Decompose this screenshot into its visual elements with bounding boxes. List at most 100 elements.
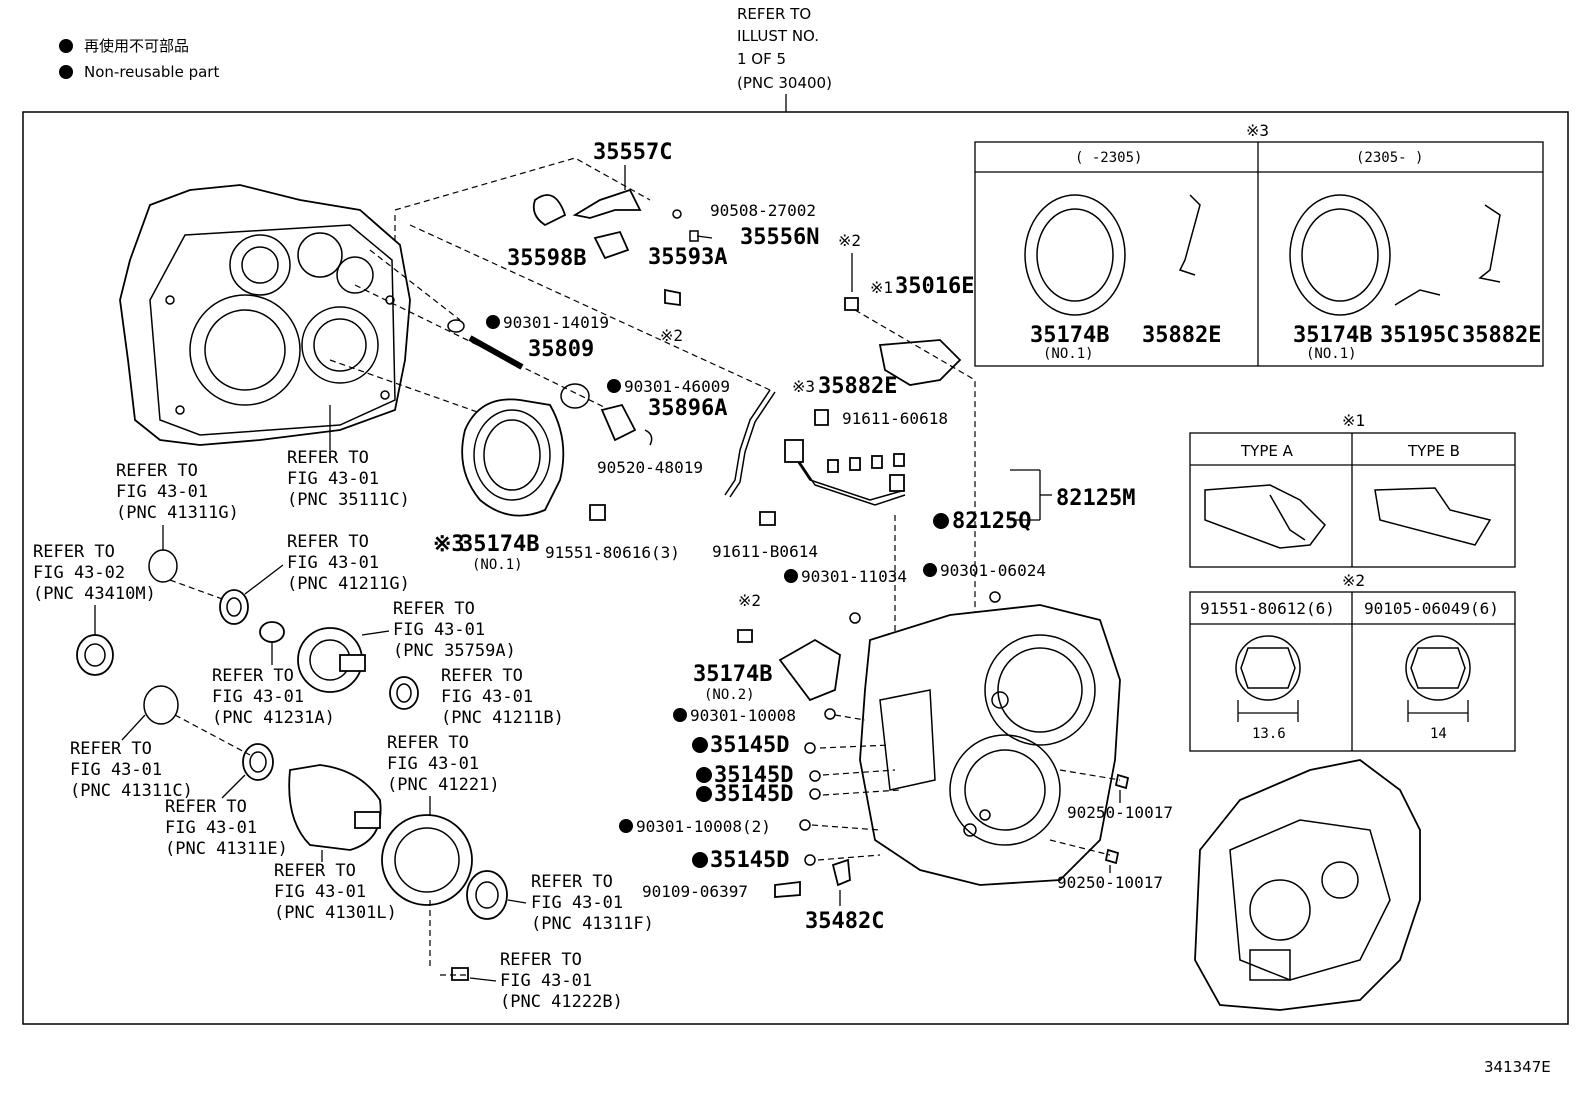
part-number: 35882E — [1142, 323, 1221, 348]
part-number: 90250-10017 — [1057, 873, 1163, 892]
ref-43410m: REFER TO FIG 43-02 (PNC 43410M) — [33, 542, 156, 635]
ref-pnc: (PNC 35111C) — [287, 490, 410, 510]
type-a-label: TYPE A — [1240, 442, 1294, 460]
ref-fig: FIG 43-01 — [287, 469, 379, 489]
ref-fig: FIG 43-01 — [287, 553, 379, 573]
ref-label: REFER TO — [531, 872, 613, 892]
part-number: 91611-60618 — [842, 409, 948, 428]
part-number: 35145D — [710, 733, 789, 758]
ref-41211b: REFER TO FIG 43-01 (PNC 41211B) — [441, 666, 564, 728]
ref-41311f: REFER TO FIG 43-01 (PNC 41311F) — [507, 872, 654, 934]
part-sub: (NO.1) — [1306, 346, 1357, 362]
top-ref-line: REFER TO — [737, 5, 811, 23]
transaxle-case-illustration — [119, 184, 411, 446]
ref-pnc: (PNC 41311E) — [165, 839, 288, 859]
part-number: 35556N — [740, 225, 819, 250]
part-number: 82125M — [1056, 486, 1135, 511]
ref-label: REFER TO — [33, 542, 115, 562]
ref-41222b: REFER TO FIG 43-01 (PNC 41222B) — [469, 950, 623, 1012]
part-number: 35482C — [805, 909, 884, 934]
ref-pnc: (PNC 41311C) — [70, 781, 193, 801]
ref-fig: FIG 43-01 — [70, 760, 162, 780]
part-labels-upper: 35557C 90508-27002 35598B 35593A 35556N … — [486, 140, 819, 477]
box-title: ※2 — [1342, 571, 1365, 590]
footnote-mark: ※3 — [792, 377, 815, 396]
non-reusable-bullet-icon — [933, 513, 949, 529]
ref-label: REFER TO — [287, 448, 369, 468]
ref-41221: REFER TO FIG 43-01 (PNC 41221) — [387, 733, 500, 815]
top-ref-line: 1 OF 5 — [737, 50, 786, 68]
ref-pnc: (PNC 43410M) — [33, 584, 156, 604]
ref-fig: FIG 43-01 — [116, 482, 208, 502]
part-35174b-no1 — [461, 398, 565, 517]
part-number: 35145D — [714, 763, 793, 788]
box-note-2: ※2 91551-80612(6) 90105-06049(6) 13.6 14 — [1189, 571, 1516, 752]
part-number: 35174B — [693, 662, 772, 687]
legend-jp: 再使用不可部品 — [84, 37, 189, 55]
main-frame — [22, 111, 1569, 1025]
part-number: 35598B — [507, 246, 586, 271]
ref-label: REFER TO — [393, 599, 475, 619]
part-number: 90520-48019 — [597, 458, 703, 477]
parts-upper-center — [447, 188, 713, 521]
part-number: 90301-06024 — [940, 561, 1046, 580]
part-number: 35593A — [648, 245, 727, 270]
figure-id: 341347E — [1484, 1058, 1551, 1076]
part-number: 90301-11034 — [801, 567, 907, 586]
ref-35111c: REFER TO FIG 43-01 (PNC 35111C) — [287, 448, 410, 510]
part-sub: (NO.1) — [472, 557, 523, 573]
ref-fig: FIG 43-01 — [212, 687, 304, 707]
ref-fig: FIG 43-02 — [33, 563, 125, 583]
non-reusable-bullet-icon — [607, 379, 621, 393]
legend-en: Non-reusable part — [84, 63, 219, 81]
ref-fig: FIG 43-01 — [387, 754, 479, 774]
bolt-part-number: 90105-06049(6) — [1364, 599, 1499, 618]
legend-bullet-icon — [59, 39, 73, 53]
box-col-head: ( -2305) — [1075, 150, 1142, 166]
type-b-label: TYPE B — [1407, 442, 1460, 460]
footnote-mark: ※3 — [433, 532, 465, 557]
ref-label: REFER TO — [70, 739, 152, 759]
box-note-1: ※1 TYPE A TYPE B — [1189, 411, 1516, 568]
legend-bullet-icon — [59, 65, 73, 79]
part-number: 90250-10017 — [1067, 803, 1173, 822]
ref-fig: FIG 43-01 — [274, 882, 366, 902]
ref-label: REFER TO — [387, 733, 469, 753]
transaxle-assembly-illustration — [737, 591, 1130, 898]
ref-fig: FIG 43-01 — [165, 818, 257, 838]
non-reusable-bullet-icon — [923, 563, 937, 577]
dimension-label: 13.6 — [1252, 726, 1286, 742]
ref-fig: FIG 43-01 — [531, 893, 623, 913]
non-reusable-bullet-icon — [784, 569, 798, 583]
ref-pnc: (PNC 41231A) — [212, 708, 335, 728]
top-ref-line: ILLUST NO. — [737, 27, 819, 45]
part-number: 91551-80616(3) — [545, 543, 680, 562]
ref-label: REFER TO — [212, 666, 294, 686]
non-reusable-bullet-icon — [696, 767, 712, 783]
part-sub: (NO.1) — [1043, 346, 1094, 362]
ref-pnc: (PNC 41311F) — [531, 914, 654, 934]
ref-41311e: REFER TO FIG 43-01 (PNC 41311E) — [165, 774, 288, 859]
box-note-3: ※3 ( -2305) (2305- ) 35174B (NO.1) 35882… — [974, 121, 1544, 367]
ref-fig: FIG 43-01 — [500, 971, 592, 991]
footnote-mark: ※2 — [660, 326, 683, 345]
ref-pnc: (PNC 41301L) — [274, 903, 397, 923]
part-number: 35145D — [714, 782, 793, 807]
non-reusable-bullet-icon — [692, 737, 708, 753]
dimension-label: 14 — [1430, 726, 1447, 742]
part-number: 35174B — [1293, 323, 1372, 348]
ref-pnc: (PNC 41222B) — [500, 992, 623, 1012]
footnote-mark: ※2 — [838, 231, 861, 250]
ref-41311c: REFER TO FIG 43-01 (PNC 41311C) — [70, 714, 193, 801]
part-number: 91611-B0614 — [712, 542, 818, 561]
footnote-mark: ※1 — [870, 278, 893, 297]
ref-41301l: REFER TO FIG 43-01 (PNC 41301L) — [274, 850, 397, 923]
ref-label: REFER TO — [441, 666, 523, 686]
ref-label: REFER TO — [165, 797, 247, 817]
part-number: 35174B — [460, 532, 539, 557]
box-title: ※1 — [1342, 411, 1365, 430]
part-number: 35174B — [1030, 323, 1109, 348]
part-number: 35896A — [648, 396, 727, 421]
ref-label: REFER TO — [500, 950, 582, 970]
